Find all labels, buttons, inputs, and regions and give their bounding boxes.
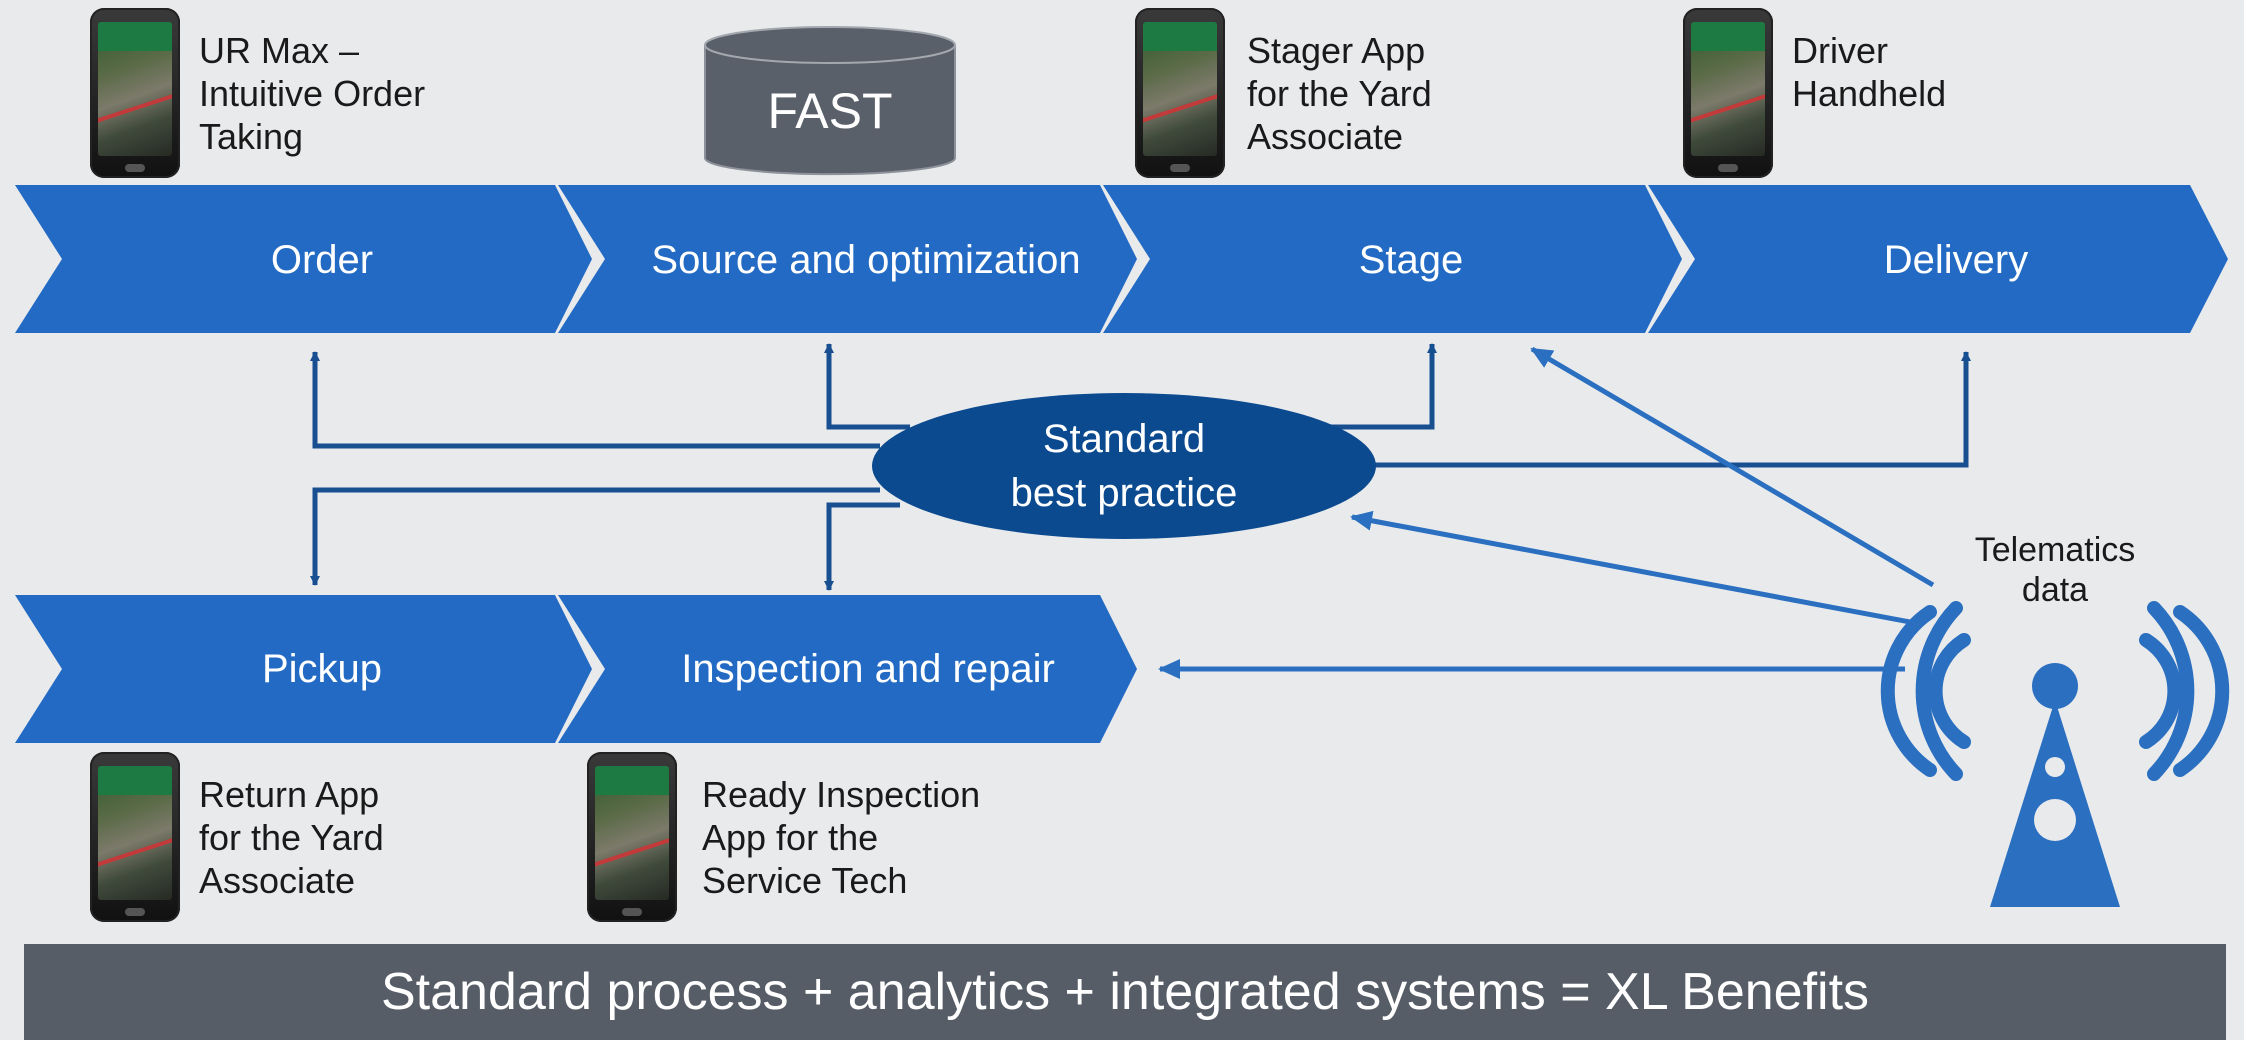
stage-label-pickup: Pickup bbox=[262, 647, 382, 691]
telematics-line-2: data bbox=[2021, 571, 2089, 609]
annotation-line: UR Max – bbox=[199, 30, 360, 71]
connector-to-delivery bbox=[1373, 351, 1971, 468]
stage-label-source: Source and optimization bbox=[651, 238, 1080, 282]
banner-text: Standard process + analytics + integrate… bbox=[380, 963, 1870, 1021]
chevron-pickup: Pickup bbox=[15, 595, 592, 743]
hub-line-1: Standard bbox=[1043, 417, 1205, 461]
chevron-source-optimization: Source and optimization bbox=[558, 185, 1137, 333]
hub-line-2: best practice bbox=[1011, 471, 1238, 515]
database-icon: FAST bbox=[704, 26, 956, 176]
chevron-delivery: Delivery bbox=[1648, 185, 2228, 333]
connector-to-source bbox=[824, 343, 910, 430]
telematics-arrow-to-stage bbox=[1530, 346, 1935, 588]
database-label: FAST bbox=[767, 83, 892, 139]
smartphone-icon bbox=[1135, 8, 1225, 178]
annotation-line: App for the bbox=[702, 817, 879, 858]
annotation-line: Driver bbox=[1792, 30, 1888, 71]
annotation-line: Return App bbox=[199, 774, 380, 815]
annotation-line: Associate bbox=[1247, 116, 1404, 157]
telematics-label: Telematics data bbox=[1940, 530, 2170, 610]
smartphone-icon bbox=[90, 8, 180, 178]
annotation-line: Intuitive Order bbox=[199, 73, 426, 114]
annotation-line: Stager App bbox=[1247, 30, 1426, 71]
annotation-line: Associate bbox=[199, 860, 356, 901]
annotation-line: for the Yard bbox=[199, 817, 384, 858]
annotation-inspection-app: Ready Inspection App for the Service Tec… bbox=[702, 773, 980, 902]
chevron-inspection-repair: Inspection and repair bbox=[558, 595, 1137, 743]
stage-label-order: Order bbox=[271, 238, 373, 282]
connector-to-inspection bbox=[824, 502, 900, 591]
stage-label-delivery: Delivery bbox=[1884, 238, 2028, 282]
annotation-line: Taking bbox=[199, 116, 304, 157]
annotation-line: for the Yard bbox=[1247, 73, 1432, 114]
standard-best-practice-hub: Standard best practice bbox=[872, 393, 1376, 539]
annotation-stage-app: Stager App for the Yard Associate bbox=[1247, 29, 1432, 158]
annotation-delivery-app: Driver Handheld bbox=[1792, 29, 1946, 115]
antenna-tower-icon bbox=[1880, 601, 2230, 781]
annotation-pickup-app: Return App for the Yard Associate bbox=[199, 773, 384, 902]
antenna-mast bbox=[1990, 663, 2120, 907]
telematics-arrow-to-hub bbox=[1350, 510, 1911, 625]
smartphone-icon bbox=[1683, 8, 1773, 178]
annotation-order-app: UR Max – Intuitive Order Taking bbox=[199, 29, 425, 158]
connector-to-order bbox=[310, 351, 880, 449]
annotation-line: Service Tech bbox=[702, 860, 908, 901]
connector-to-pickup bbox=[310, 487, 880, 586]
telematics-line-1: Telematics bbox=[1974, 531, 2136, 569]
annotation-line: Ready Inspection bbox=[702, 774, 981, 815]
annotation-line: Handheld bbox=[1792, 73, 1947, 114]
stage-label-stage: Stage bbox=[1359, 238, 1464, 282]
benefits-banner: Standard process + analytics + integrate… bbox=[24, 944, 2226, 1040]
chevron-stage: Stage bbox=[1103, 185, 1682, 333]
connector-to-stage bbox=[1330, 343, 1437, 430]
smartphone-icon bbox=[90, 752, 180, 922]
stage-label-inspection: Inspection and repair bbox=[681, 647, 1055, 691]
chevron-order: Order bbox=[15, 185, 592, 333]
smartphone-icon bbox=[587, 752, 677, 922]
